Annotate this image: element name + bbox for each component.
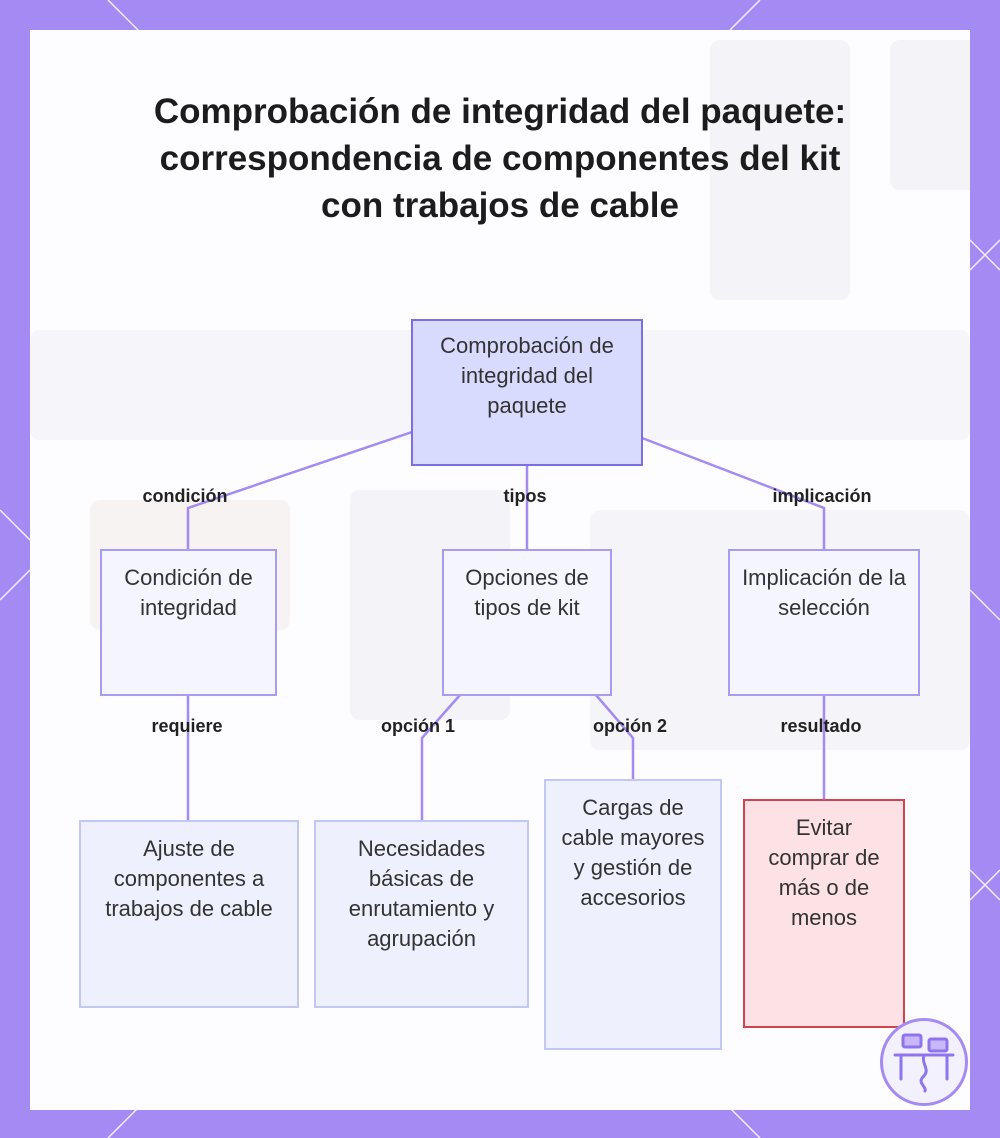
edge-opciones-necesidades (422, 695, 460, 821)
edge-label-tipos: tipos (475, 486, 575, 507)
node-opciones[interactable]: Opciones de tipos de kit (442, 549, 612, 696)
edge-label-opcion2: opción 2 (570, 716, 690, 737)
edge-label-condicion: condición (125, 486, 245, 507)
edge-label-requiere: requiere (127, 716, 247, 737)
node-implicacion[interactable]: Implicación de la selección (728, 549, 920, 696)
edge-label-resultado: resultado (761, 716, 881, 737)
node-evitar[interactable]: Evitar comprar de más o de menos (743, 799, 905, 1028)
node-ajuste[interactable]: Ajuste de componentes a trabajos de cabl… (79, 820, 299, 1008)
edge-opciones-cargas (596, 695, 633, 780)
node-root[interactable]: Comprobación de integridad del paquete (411, 319, 643, 466)
node-necesidades[interactable]: Necesidades básicas de enrutamiento y ag… (314, 820, 529, 1008)
node-condicion[interactable]: Condición de integridad (100, 549, 277, 696)
edge-label-opcion1: opción 1 (358, 716, 478, 737)
node-cargas[interactable]: Cargas de cable mayores y gestión de acc… (544, 779, 722, 1050)
desk-workstation-icon (880, 1018, 968, 1106)
edge-label-implicacion: implicación (757, 486, 887, 507)
